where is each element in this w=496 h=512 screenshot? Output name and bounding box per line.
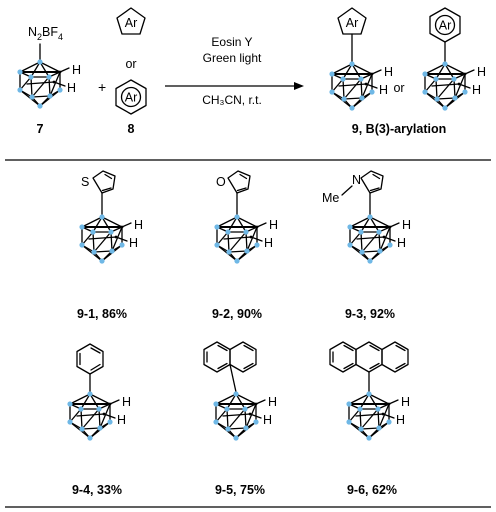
product-9-3: N Me H H 9-3, 92% — [322, 170, 411, 321]
or-label-right: or — [393, 81, 404, 95]
reaction-conditions: Eosin Y Green light CH₃CN, r.t. — [165, 35, 304, 107]
condition-solvent: CH₃CN, r.t. — [202, 93, 262, 107]
sulfur-atom: S — [81, 175, 89, 189]
label-9-2: 9-2, 90% — [212, 307, 262, 321]
svg-text:H: H — [379, 83, 388, 97]
svg-text:Ar: Ar — [346, 16, 359, 30]
reactant-8: Ar or Ar 8 — [115, 7, 147, 136]
nitrogen-atom: N — [352, 173, 361, 187]
product-9-6: H H 9-6, 62% — [329, 341, 410, 497]
svg-text:H: H — [477, 65, 486, 79]
product-9-4: H H 9-4, 33% — [66, 343, 131, 497]
svg-text:H: H — [401, 395, 410, 409]
svg-text:H: H — [472, 83, 481, 97]
diazonium-sub2: 2 — [37, 32, 42, 42]
svg-text:H: H — [264, 236, 273, 250]
ar-six-ring: Ar — [125, 91, 138, 105]
reactant-7: N2BF4 H H 7 — [16, 25, 81, 136]
svg-text:H: H — [134, 218, 143, 232]
compound-8-label: 8 — [128, 122, 135, 136]
svg-text:H: H — [268, 395, 277, 409]
product-9-aryl: Ar H H — [421, 7, 486, 112]
label-9-4: 9-4, 33% — [72, 483, 122, 497]
svg-text:Ar: Ar — [439, 19, 452, 33]
condition-light: Green light — [203, 51, 262, 65]
compound-7-label: 7 — [37, 122, 44, 136]
svg-text:H: H — [129, 236, 138, 250]
condition-catalyst: Eosin Y — [211, 35, 252, 49]
svg-text:H: H — [117, 413, 126, 427]
h-label-top: H — [72, 63, 81, 77]
product-9-label: 9, B(3)-arylation — [352, 122, 446, 136]
svg-text:H: H — [263, 413, 272, 427]
diazonium-bf: BF — [42, 25, 58, 39]
svg-text:N2BF4: N2BF4 — [28, 25, 63, 42]
product-9-1: S H H 9-1, 86% — [77, 170, 143, 321]
svg-text:H: H — [269, 218, 278, 232]
svg-text:H: H — [384, 65, 393, 79]
ar-five-ring: Ar — [125, 16, 138, 30]
or-label-left: or — [125, 57, 136, 71]
svg-text:H: H — [402, 218, 411, 232]
svg-text:H: H — [397, 236, 406, 250]
methyl-label: Me — [322, 191, 339, 205]
diazonium-sub4: 4 — [58, 32, 63, 42]
plus-sign: + — [98, 79, 106, 95]
label-9-3: 9-3, 92% — [345, 307, 395, 321]
oxygen-atom: O — [216, 175, 226, 189]
product-9-hetaryl: Ar H H — [328, 7, 393, 112]
h-label-bottom: H — [67, 81, 76, 95]
label-9-1: 9-1, 86% — [77, 307, 127, 321]
label-9-6: 9-6, 62% — [347, 483, 397, 497]
product-9-2: O H H 9-2, 90% — [212, 170, 278, 321]
diazonium-n: N — [28, 25, 37, 39]
svg-text:H: H — [122, 395, 131, 409]
label-9-5: 9-5, 75% — [215, 483, 265, 497]
product-9-5: H H 9-5, 75% — [203, 341, 277, 497]
svg-text:H: H — [396, 413, 405, 427]
